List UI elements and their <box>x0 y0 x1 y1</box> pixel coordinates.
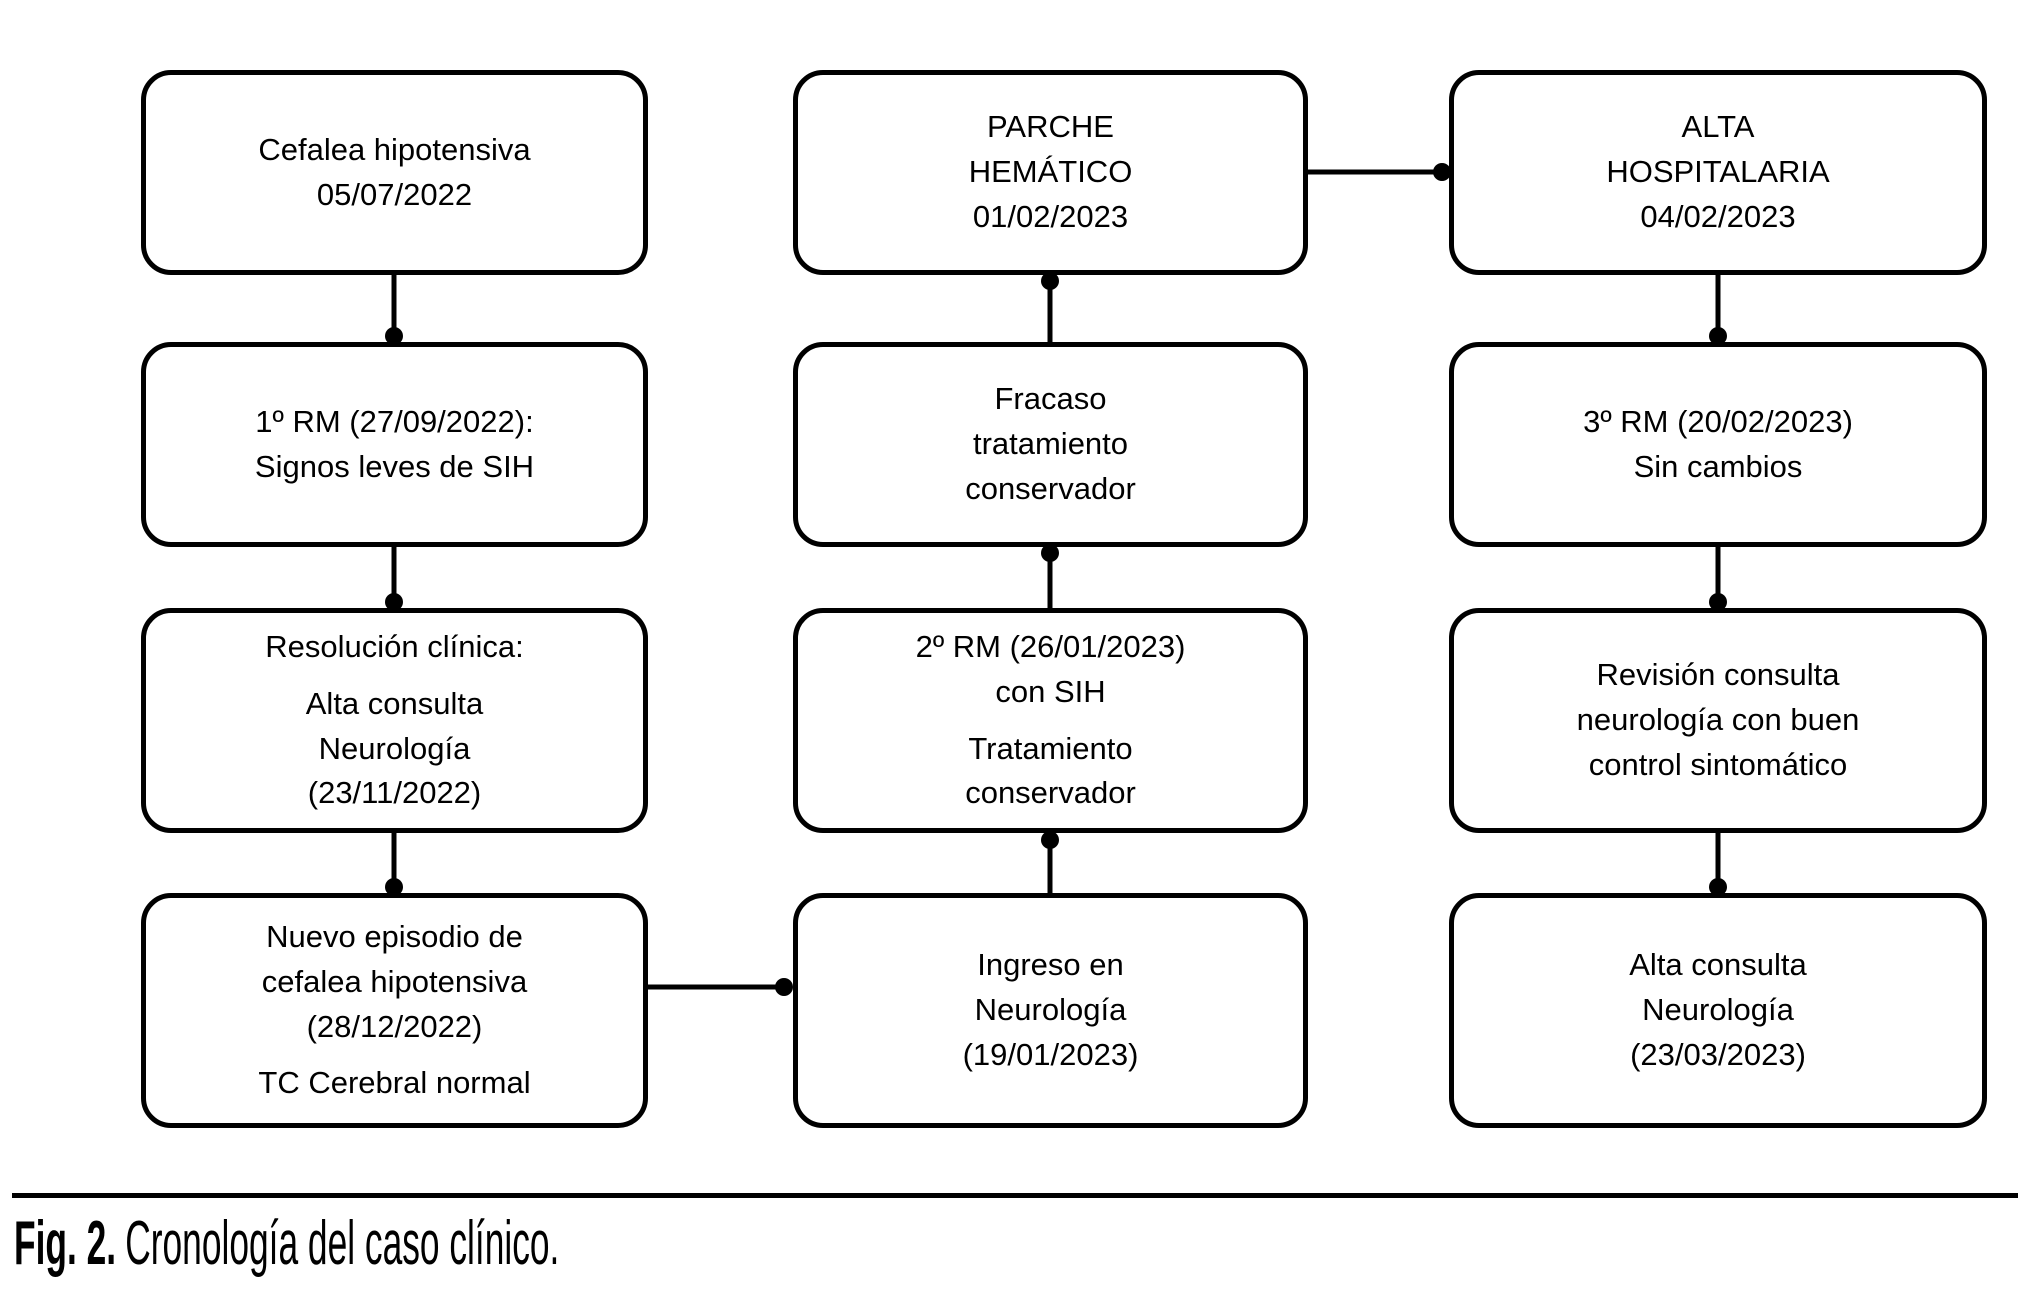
arrow-dot <box>1709 327 1727 345</box>
arrow-dot <box>1433 163 1451 181</box>
node-text: 3º RM (20/02/2023) Sin cambios <box>1583 403 1853 484</box>
arrow-dot <box>1041 272 1059 290</box>
arrow-dot <box>1709 593 1727 611</box>
arrow-dot <box>1709 878 1727 896</box>
node-segunda-rm: 2º RM (26/01/2023) con SIH Tratamiento c… <box>793 608 1308 833</box>
node-cefalea-hipotensiva: Cefalea hipotensiva 05/07/2022 <box>141 70 648 275</box>
arrow-dot <box>1041 831 1059 849</box>
node-text: Cefalea hipotensiva 05/07/2022 <box>258 131 531 212</box>
figure-label: Fig. 2. <box>14 1209 117 1278</box>
node-text: Fracaso tratamiento conservador <box>965 381 1136 506</box>
node-alta-hospitalaria: ALTA HOSPITALARIA 04/02/2023 <box>1449 70 1987 275</box>
node-primera-rm: 1º RM (27/09/2022): Signos leves de SIH <box>141 342 648 547</box>
caption-divider <box>12 1193 2018 1198</box>
node-text: Alta consulta Neurología (23/11/2022) <box>305 685 484 811</box>
node-text: 1º RM (27/09/2022): Signos leves de SIH <box>254 403 535 484</box>
node-text: Nuevo episodio de cefalea hipotensiva (2… <box>261 918 528 1044</box>
node-text: PARCHE HEMÁTICO 01/02/2023 <box>968 109 1133 234</box>
node-text: TC Cerebral normal <box>258 1065 531 1101</box>
arrow-dot <box>385 327 403 345</box>
node-nuevo-episodio: Nuevo episodio de cefalea hipotensiva (2… <box>141 893 648 1128</box>
node-fracaso-tratamiento: Fracaso tratamiento conservador <box>793 342 1308 547</box>
node-text: Alta consulta Neurología (23/03/2023) <box>1629 947 1807 1072</box>
node-ingreso-neurologia: Ingreso en Neurología (19/01/2023) <box>793 893 1308 1128</box>
node-text: 2º RM (26/01/2023) con SIH <box>915 628 1186 709</box>
arrow-dot <box>775 978 793 996</box>
node-resolucion-clinica: Resolución clínica: Alta consulta Neurol… <box>141 608 648 833</box>
arrow-dot <box>385 593 403 611</box>
caption-text: Cronología del caso clínico. <box>125 1209 560 1278</box>
node-parche-hematico: PARCHE HEMÁTICO 01/02/2023 <box>793 70 1308 275</box>
node-text: Resolución clínica: <box>265 628 524 664</box>
node-revision-consulta: Revisión consulta neurología con buen co… <box>1449 608 1987 833</box>
node-text: ALTA HOSPITALARIA 04/02/2023 <box>1606 109 1830 234</box>
node-tercera-rm: 3º RM (20/02/2023) Sin cambios <box>1449 342 1987 547</box>
node-alta-consulta: Alta consulta Neurología (23/03/2023) <box>1449 893 1987 1128</box>
figure-caption: Fig. 2.Cronología del caso clínico. <box>14 1209 560 1278</box>
node-text: Tratamiento conservador <box>965 730 1136 811</box>
arrow-dot <box>1041 544 1059 562</box>
node-text: Revisión consulta neurología con buen co… <box>1576 657 1860 782</box>
arrow-dot <box>385 878 403 896</box>
node-text: Ingreso en Neurología (19/01/2023) <box>962 947 1139 1072</box>
